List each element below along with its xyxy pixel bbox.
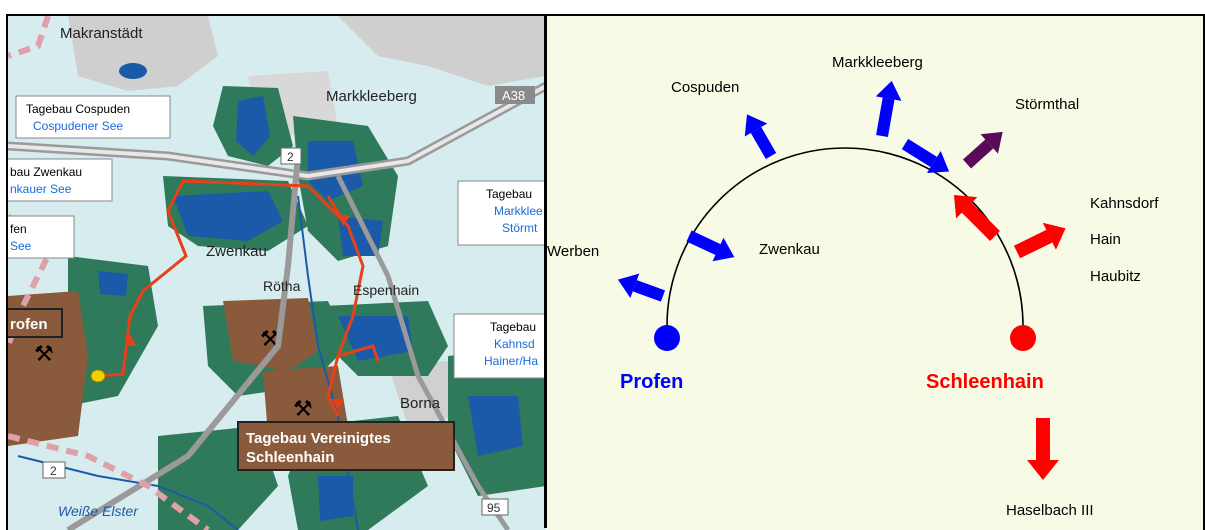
info-box-markkleeberg	[457, 180, 546, 246]
label-hain: Hain	[1090, 231, 1121, 248]
conveyor-route-branch	[337, 344, 380, 362]
label-stoermthal: Störmthal	[1015, 96, 1079, 113]
weisse-elster-river	[17, 455, 239, 530]
lake	[119, 63, 147, 79]
mine-icon: ⚒	[260, 326, 280, 351]
schleenhain-mine-label-box	[237, 421, 455, 471]
diagram-svg: Werben Zwenkau Cospuden Markkleeberg Stö…	[547, 54, 1159, 519]
label-kahnsdorf: Kahnsdorf	[1090, 195, 1159, 212]
conveyor-arc	[666, 147, 1024, 327]
info-box-cospuden	[15, 95, 171, 139]
info-box-subtitle: Kahnsd	[494, 337, 535, 351]
info-box-title: Tagebau	[486, 187, 532, 201]
route-arrow	[332, 399, 344, 411]
panel-divider	[544, 14, 547, 528]
arrow-to-haselbach	[1027, 418, 1059, 480]
diagram-panel: Werben Zwenkau Cospuden Markkleeberg Stö…	[547, 14, 1205, 530]
label-haubitz: Haubitz	[1090, 268, 1141, 285]
info-box-subtitle: Markklee	[494, 204, 543, 218]
leipzig-urban	[338, 16, 546, 86]
road-shield-2	[42, 461, 66, 479]
info-box-title: fen	[10, 222, 27, 236]
label-profen: Profen	[620, 371, 683, 393]
arrow-to-zwenkau	[686, 230, 735, 262]
info-box-subtitle: Hainer/Ha	[484, 354, 538, 368]
lake	[468, 396, 523, 456]
conveyor-route	[97, 179, 365, 417]
map-svg: ⚒ ⚒ ⚒ Makranstädt Markkl	[8, 16, 546, 530]
label-werben: Werben	[547, 243, 599, 260]
river-label-text: Weiße Elster	[58, 503, 139, 519]
road-shield-a38-label: A38	[502, 88, 525, 103]
label-markkleeberg: Markkleeberg	[832, 54, 923, 71]
place-label: Borna	[400, 395, 441, 412]
district-boundary	[8, 16, 51, 59]
road-shield-2	[280, 147, 302, 165]
profen-mine-label-box	[8, 308, 63, 338]
place-label: Markkleeberg	[326, 88, 417, 105]
schleenhain-node	[1010, 325, 1036, 351]
arrow-schleenhain-inward	[953, 194, 1000, 241]
district-boundary	[8, 433, 210, 530]
info-box-title: bau Zwenkau	[10, 165, 82, 179]
place-label: Rötha	[263, 278, 301, 294]
arrow-markkleeberg-to-schleenhain	[901, 138, 950, 174]
borna-urban	[388, 361, 458, 426]
profen-node	[654, 325, 680, 351]
info-box-title: Tagebau Cospuden	[26, 102, 130, 116]
arrow-to-werben	[617, 273, 666, 302]
zwenkauer-see	[173, 191, 283, 241]
road-shield-95-label: 95	[487, 501, 501, 515]
schleenhain-mine-label: Tagebau Vereinigtes	[246, 430, 391, 447]
map-panel: ⚒ ⚒ ⚒ Makranstädt Markkl	[6, 14, 546, 530]
label-schleenhain: Schleenhain	[926, 371, 1044, 393]
info-box-title: Tagebau	[490, 320, 536, 334]
road-a38-center	[8, 84, 546, 179]
mine-icon: ⚒	[34, 341, 54, 366]
info-box-profen	[8, 215, 75, 259]
lake	[98, 271, 128, 296]
route-arrow	[338, 214, 350, 226]
info-box-subtitle: Störmt	[502, 221, 538, 235]
road-shield-2-label: 2	[287, 150, 294, 164]
label-cospuden: Cospuden	[671, 79, 739, 96]
schleenhain-mine-label: Schleenhain	[246, 449, 334, 466]
info-box-zwenkau	[8, 158, 113, 202]
river-label: Weiße Elster	[58, 503, 139, 519]
mine-icon: ⚒	[293, 396, 313, 421]
road-shield-95	[481, 498, 509, 516]
cospudener-see	[236, 96, 270, 156]
place-label: Makranstädt	[60, 25, 143, 42]
label-zwenkau: Zwenkau	[759, 241, 820, 258]
route-arrow	[125, 334, 136, 346]
place-label: Zwenkau	[206, 243, 267, 260]
schleenhain-mine-north	[223, 298, 318, 371]
info-box-kahnsdorf	[453, 313, 546, 379]
arrow-to-stoermthal	[962, 131, 1003, 169]
forest-area	[68, 256, 158, 406]
profen-marker	[90, 369, 106, 383]
lake	[318, 476, 353, 521]
makranstaedt-urban	[68, 16, 218, 91]
info-box-subtitle: See	[10, 239, 32, 253]
info-box-subtitle: nkauer See	[10, 182, 72, 196]
road-shield-2-label: 2	[50, 464, 57, 478]
place-label: Espenhain	[353, 282, 419, 298]
road-b2	[66, 155, 301, 530]
arrow-to-markkleeberg	[875, 80, 902, 138]
profen-mine-label: rofen	[10, 316, 48, 333]
road-shield-a38	[495, 86, 535, 104]
info-box-subtitle: Cospudener See	[33, 119, 123, 133]
arrow-to-kahnsdorf	[1013, 222, 1066, 259]
label-haselbach: Haselbach III	[1006, 502, 1094, 519]
arrow-to-cospuden	[744, 114, 777, 159]
